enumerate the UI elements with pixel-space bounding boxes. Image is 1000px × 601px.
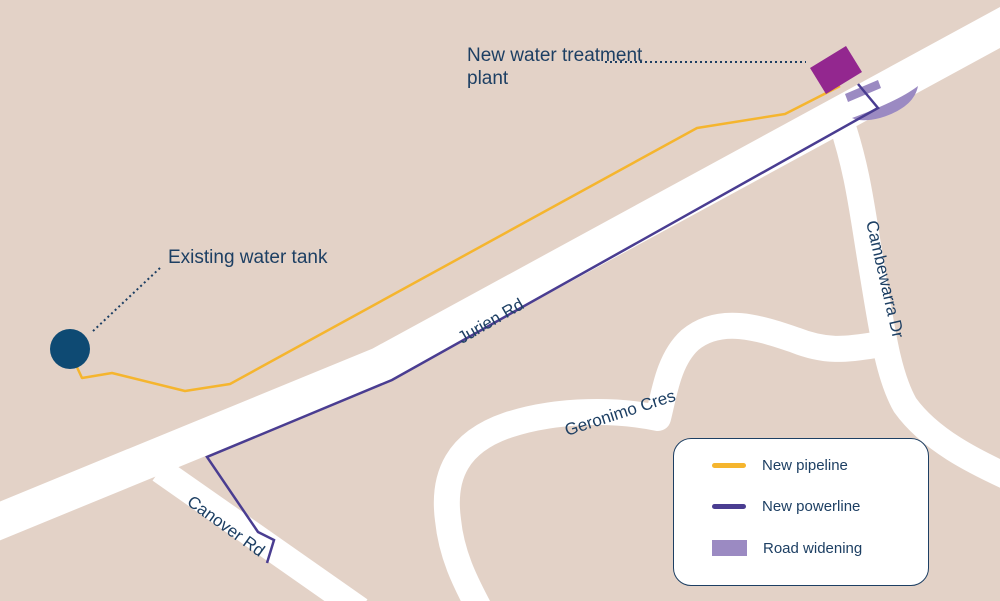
road-canover (152, 459, 368, 601)
legend-label-powerline: New powerline (762, 497, 861, 515)
legend-swatch-pipeline (712, 462, 746, 468)
legend-item-road-widening: Road widening (712, 538, 862, 558)
legend: New pipeline New powerline Road widening (673, 438, 929, 586)
pipeline (68, 84, 841, 393)
legend-swatch-road-widening (712, 540, 747, 556)
treatment-plant-label: New water treatment plant (467, 45, 643, 89)
water-tank-label: Existing water tank (168, 247, 328, 268)
road-cambewarra (827, 113, 1000, 488)
legend-label-pipeline: New pipeline (762, 456, 848, 474)
powerline (205, 83, 880, 564)
legend-item-powerline: New powerline (712, 496, 860, 516)
legend-item-pipeline: New pipeline (712, 455, 848, 475)
road-geronimo (433, 312, 878, 601)
water-treatment-plant (810, 46, 862, 94)
road-widening-area (852, 86, 918, 121)
tank-leader-line (91, 267, 161, 333)
legend-swatch-powerline (712, 503, 746, 509)
road-jurien (0, 6, 1000, 541)
existing-water-tank (50, 329, 90, 369)
legend-label-road-widening: Road widening (763, 539, 863, 557)
